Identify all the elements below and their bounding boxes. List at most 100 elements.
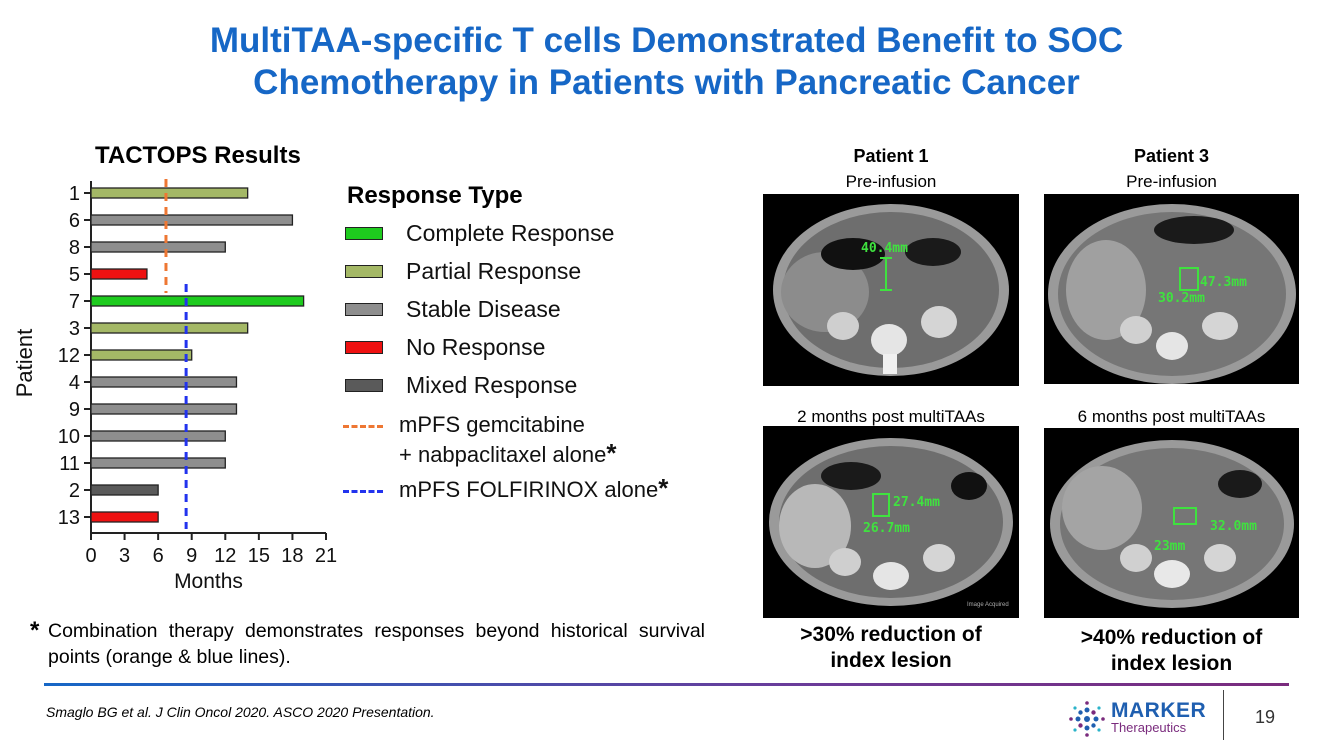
y-axis-label: Patient bbox=[12, 329, 37, 398]
legend-item-stable-disease: Stable Disease bbox=[345, 294, 561, 324]
legend-label: Complete Response bbox=[406, 219, 615, 246]
legend-gem-label-2: + nabpaclitaxel alone bbox=[399, 442, 607, 467]
x-axis-label: Months bbox=[174, 570, 243, 593]
y-tick-label: 7 bbox=[69, 291, 80, 313]
patient-3-post-label: 6 months post multiTAAs bbox=[1077, 407, 1266, 426]
legend-swatch bbox=[345, 264, 383, 278]
x-tick-label: 12 bbox=[214, 545, 236, 567]
marker-logo: MARKER Therapeutics bbox=[1067, 697, 1217, 741]
x-tick-label: 0 bbox=[85, 545, 96, 567]
marker-logo-icon bbox=[1069, 701, 1105, 737]
x-tick-label: 6 bbox=[153, 545, 164, 567]
legend-gem-star: * bbox=[606, 438, 617, 468]
patient-3-result-line-1: >40% reduction of bbox=[1080, 626, 1263, 649]
y-tick-label: 4 bbox=[69, 372, 80, 394]
bar-patient-3 bbox=[90, 322, 249, 334]
measure-47-3: 47.3mm bbox=[1200, 275, 1247, 290]
bar-patient-9 bbox=[90, 403, 238, 415]
patient-1-result-line-1: >30% reduction of bbox=[800, 623, 982, 646]
patient-3-result-line-2: index lesion bbox=[1110, 652, 1233, 675]
patient-1-post-ct-scan: 27.4mm 26.7mm Image Acquired bbox=[763, 426, 1019, 618]
legend-folf-line: mPFS FOLFIRINOX alone* bbox=[343, 474, 668, 504]
logo-text-therapeutics: Therapeutics bbox=[1111, 720, 1187, 735]
measure-30-2: 30.2mm bbox=[1158, 291, 1205, 306]
blue-dash-icon bbox=[343, 489, 383, 493]
patient-1-pre-label: Pre-infusion bbox=[845, 172, 937, 191]
legend-gem-line-2: + nabpaclitaxel alone* bbox=[399, 439, 616, 469]
y-tick-label: 10 bbox=[58, 426, 80, 448]
legend-swatch bbox=[345, 226, 383, 240]
legend-label: No Response bbox=[406, 333, 546, 360]
legend-item-mixed-response: Mixed Response bbox=[345, 370, 577, 400]
measure-23: 23mm bbox=[1154, 539, 1185, 554]
slide-title: MultiTAA-specific T cells Demonstrated B… bbox=[0, 20, 1333, 104]
logo-text-marker: MARKER bbox=[1111, 699, 1207, 722]
title-line-2: Chemotherapy in Patients with Pancreatic… bbox=[253, 63, 1080, 102]
legend-label: Partial Response bbox=[406, 257, 582, 284]
legend-title: Response Type bbox=[347, 182, 523, 209]
legend-folf-label: mPFS FOLFIRINOX alone bbox=[399, 477, 659, 502]
patient-3-pre-ct-scan: 47.3mm 30.2mm bbox=[1044, 194, 1299, 384]
orange-dash-icon bbox=[343, 424, 383, 428]
legend-swatch bbox=[345, 340, 383, 354]
y-tick-label: 1 bbox=[69, 183, 80, 205]
measure-32-0: 32.0mm bbox=[1210, 519, 1257, 534]
bar-patient-13 bbox=[90, 511, 159, 523]
legend-folf-star: * bbox=[658, 473, 669, 503]
patient-1-pre-ct-scan: 40.4mm bbox=[763, 194, 1019, 386]
y-tick-label: 13 bbox=[58, 507, 80, 529]
measure-27-4: 27.4mm bbox=[893, 495, 940, 510]
x-tick-label: 3 bbox=[119, 545, 130, 567]
legend-label: Stable Disease bbox=[406, 295, 561, 322]
x-tick-label: 15 bbox=[248, 545, 270, 567]
legend-item-no-response: No Response bbox=[345, 332, 545, 362]
bar-patient-6 bbox=[90, 214, 294, 226]
y-tick-label: 3 bbox=[69, 318, 80, 340]
patient-1-result-line-2: index lesion bbox=[830, 649, 952, 672]
footnote-star: * bbox=[30, 617, 40, 644]
image-acquired-watermark: Image Acquired bbox=[967, 602, 1009, 608]
patient-1-result: >30% reduction of index lesion bbox=[763, 622, 1019, 674]
bar-patient-4 bbox=[90, 376, 238, 388]
y-tick-label: 2 bbox=[69, 480, 80, 502]
y-tick-label: 6 bbox=[69, 210, 80, 232]
legend-item-complete-response: Complete Response bbox=[345, 218, 614, 248]
legend-gem-line: mPFS gemcitabine bbox=[343, 411, 585, 439]
x-tick-label: 18 bbox=[281, 545, 303, 567]
patient-3-post-ct-scan: 32.0mm 23mm bbox=[1044, 428, 1299, 618]
patient-3-pre-label: Pre-infusion bbox=[1126, 172, 1217, 191]
y-tick-label: 11 bbox=[59, 453, 80, 475]
y-tick-label: 8 bbox=[69, 237, 80, 259]
bar-patient-11 bbox=[90, 457, 226, 469]
bar-patient-5 bbox=[90, 268, 148, 280]
footer-divider bbox=[44, 683, 1289, 686]
bar-patient-8 bbox=[90, 241, 226, 253]
y-tick-label: 12 bbox=[58, 345, 80, 367]
logo-separator bbox=[1223, 690, 1224, 740]
y-tick-label: 5 bbox=[69, 264, 80, 286]
measure-40-4: 40.4mm bbox=[861, 241, 908, 256]
x-tick-label: 9 bbox=[186, 545, 197, 567]
legend-label: Mixed Response bbox=[406, 371, 578, 398]
patient-3-title: Patient 3 bbox=[1133, 146, 1210, 166]
measure-26-7: 26.7mm bbox=[863, 521, 910, 536]
footnote-text: Combination therapy demonstrates respons… bbox=[48, 620, 705, 668]
bar-patient-7 bbox=[90, 295, 305, 307]
y-tick-label: 9 bbox=[69, 399, 80, 421]
bar-patient-1 bbox=[90, 187, 249, 199]
legend-swatch bbox=[345, 378, 383, 392]
patient-1-post-label: 2 months post multiTAAs bbox=[797, 407, 985, 426]
x-tick-label: 21 bbox=[315, 545, 337, 567]
title-line-1: MultiTAA-specific T cells Demonstrated B… bbox=[209, 21, 1124, 60]
bar-patient-10 bbox=[90, 430, 226, 442]
legend-gem-label-1: mPFS gemcitabine bbox=[399, 412, 585, 437]
chart-title: TACTOPS Results bbox=[95, 142, 301, 169]
footnote: * Combination therapy demonstrates respo… bbox=[30, 618, 705, 670]
citation: Smaglo BG et al. J Clin Oncol 2020. ASCO… bbox=[46, 704, 435, 720]
page-number: 19 bbox=[1255, 707, 1276, 727]
legend-item-partial-response: Partial Response bbox=[345, 256, 581, 286]
bar-patient-12 bbox=[90, 349, 193, 361]
patient-3-result: >40% reduction of index lesion bbox=[1044, 625, 1299, 677]
legend-swatch bbox=[345, 302, 383, 316]
